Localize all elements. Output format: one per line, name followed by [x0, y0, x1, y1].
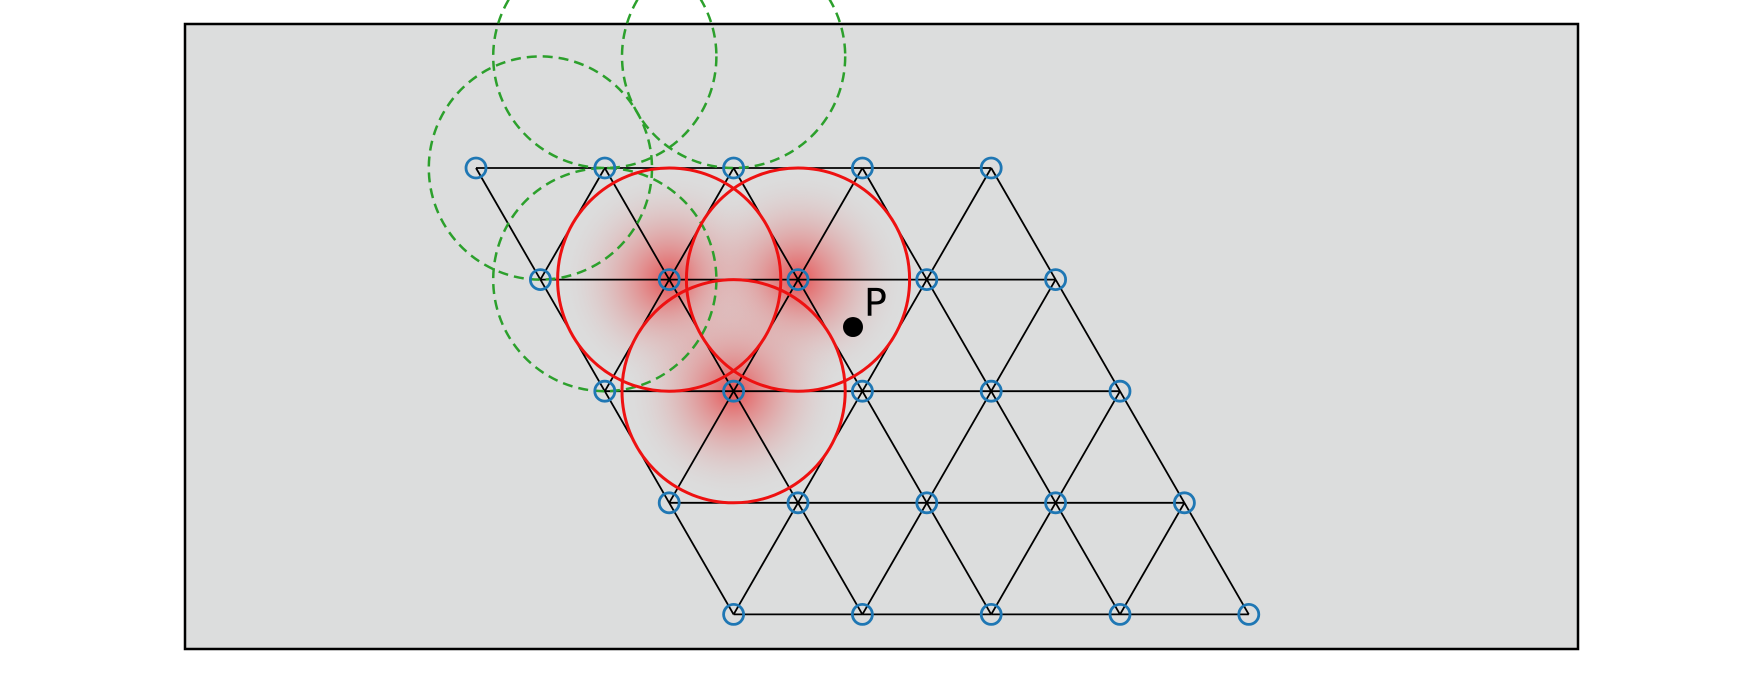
lattice-node [657, 491, 681, 515]
lattice-node [786, 268, 810, 292]
lattice-node [529, 268, 552, 292]
lattice-node [979, 379, 1003, 403]
red-circles [556, 166, 912, 505]
lattice-edge [797, 167, 864, 281]
lattice-edge [604, 167, 670, 281]
lattice-edge [926, 167, 992, 281]
lattice-node [915, 491, 939, 515]
lattice-edge [797, 502, 864, 615]
lattice-node [657, 268, 681, 292]
lattice-edge [668, 390, 735, 504]
point-p-dot [843, 317, 863, 337]
lattice-node [1108, 379, 1132, 403]
lattice-edge [990, 502, 1057, 615]
lattice-node [593, 379, 617, 403]
lattice-edge [861, 390, 928, 504]
lattice-edge [1054, 502, 1121, 615]
lattice-edge [926, 279, 992, 392]
lattice-edge [926, 502, 992, 615]
lattice-node [851, 156, 874, 180]
lattice-node [786, 491, 810, 515]
lattice-node [851, 603, 874, 626]
point-p-label: P [864, 281, 887, 325]
lattice-node [851, 379, 874, 403]
lattice-node [464, 156, 488, 180]
lattice-edge [1119, 390, 1186, 504]
lattice-edge [1183, 502, 1250, 615]
red-circle [620, 278, 847, 505]
lattice-edge [990, 167, 1057, 281]
lattice-node [722, 603, 745, 626]
lattice-edge [732, 390, 799, 504]
lattice-node [979, 603, 1003, 626]
lattice-edge [861, 502, 928, 615]
lattice-edge [926, 390, 992, 504]
lattice-node [915, 268, 939, 292]
green-dashed-circle [491, 0, 718, 170]
lattice-edge [668, 502, 735, 615]
lattice-node [722, 156, 745, 180]
lattice-edge [1054, 279, 1121, 392]
lattice-node [593, 156, 617, 180]
lattice-edge [990, 390, 1057, 504]
lattice-node [1173, 491, 1196, 515]
red-circle [556, 166, 783, 393]
lattice-node [1108, 603, 1132, 626]
lattice-nodes [464, 156, 1261, 626]
lattice-edge [732, 502, 799, 615]
lattice-node [979, 156, 1003, 180]
lattice-edge [990, 279, 1057, 392]
lattice-node [1044, 268, 1067, 292]
lattice-node [722, 379, 745, 403]
lattice-node [1237, 603, 1261, 626]
lattice-node [1044, 491, 1067, 515]
red-circle [684, 166, 912, 393]
lattice-edge [1119, 502, 1186, 615]
green-dashed-circle [620, 0, 847, 170]
lattice-edge [1054, 390, 1121, 504]
